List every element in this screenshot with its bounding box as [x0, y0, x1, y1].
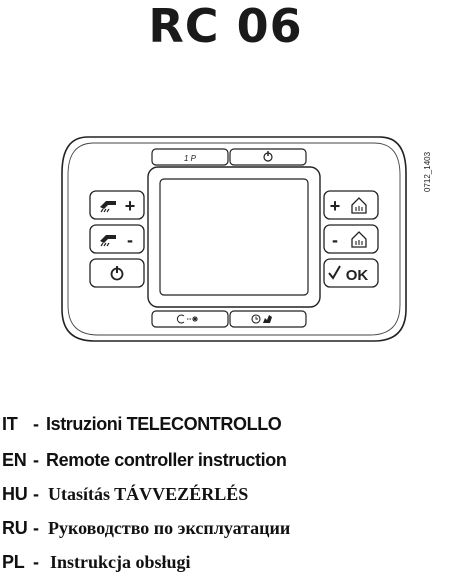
ok-label: OK: [346, 267, 369, 284]
right-minus-button: -: [323, 224, 379, 254]
language-dash: -: [33, 450, 39, 470]
display-screen: [159, 178, 309, 296]
language-dash: -: [33, 518, 39, 538]
timer-hand-icon: [251, 314, 272, 324]
document-code: 0712_1403: [423, 132, 437, 192]
top-left-button: 1 P: [151, 148, 229, 166]
language-text: Istruzioni TELECONTROLLO: [46, 414, 282, 434]
bottom-right-button: [229, 310, 307, 328]
language-dash: -: [33, 414, 39, 434]
left-plus-label: +: [125, 196, 136, 216]
language-line-hu: HU - Utasítás TÁVVEZÉRLÉS: [0, 479, 451, 509]
top-right-button: [229, 148, 307, 166]
language-line-it: IT - Istruzioni TELECONTROLLO: [0, 409, 451, 439]
controller-inner-shell: [67, 142, 401, 336]
language-code: HU: [2, 484, 28, 504]
document-code-text: 0712_1403: [423, 151, 432, 192]
language-code: IT: [2, 414, 18, 434]
language-text: Руководство по эксплуатации: [48, 518, 291, 538]
bottom-left-button: [151, 310, 229, 328]
right-minus-label: -: [332, 230, 338, 250]
language-dash: -: [33, 484, 39, 504]
language-text: Utasítás TÁVVEZÉRLÉS: [48, 484, 249, 504]
left-minus-label: -: [127, 230, 133, 250]
home-heating-icon: [351, 231, 367, 248]
mode-icon: [176, 314, 198, 324]
document-title: RC 06: [148, 0, 303, 53]
top-left-button-label: 1 P: [184, 154, 197, 163]
right-plus-button: +: [323, 190, 379, 220]
dhw-tap-icon: [100, 201, 116, 213]
left-power-button: [89, 258, 145, 288]
language-code: RU: [2, 518, 28, 538]
home-heating-icon: [351, 197, 367, 214]
language-line-pl: PL - Instrukcja obsługi: [0, 547, 451, 577]
language-text: Instrukcja obsługi: [50, 552, 191, 572]
remote-controller-illustration: 1 P + - +: [61, 136, 407, 342]
language-code: PL: [2, 552, 25, 572]
language-line-en: EN - Remote controller instruction: [0, 445, 451, 475]
left-plus-button: +: [89, 190, 145, 220]
left-minus-button: -: [89, 224, 145, 254]
ok-button: OK: [323, 258, 379, 288]
dhw-tap-icon: [100, 235, 116, 247]
language-code: EN: [2, 450, 27, 470]
power-icon: [110, 266, 124, 281]
language-text: Remote controller instruction: [46, 450, 287, 470]
right-plus-label: +: [330, 196, 341, 216]
check-icon: [328, 265, 341, 280]
language-line-ru: RU - Руководство по эксплуатации: [0, 513, 451, 543]
language-dash: -: [33, 552, 39, 572]
power-icon: [263, 151, 273, 162]
